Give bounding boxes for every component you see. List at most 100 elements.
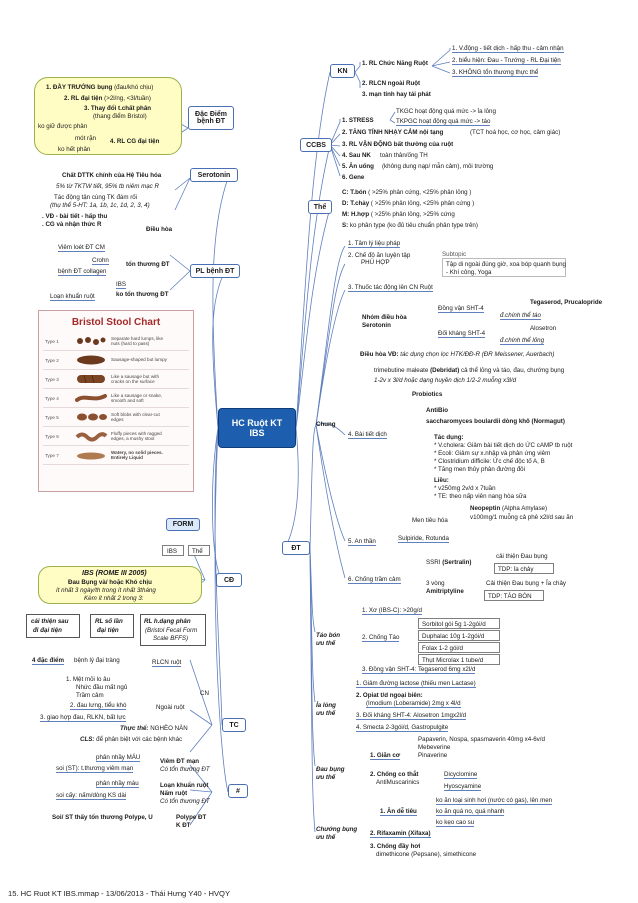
ialong-label2: ưu thế [316, 710, 336, 717]
hash-g1l-1: phân nhầy MÁU [96, 754, 141, 763]
hash-node[interactable]: # [228, 784, 248, 798]
chung-n6-ba: 3 vòng [426, 580, 445, 587]
hash-g2: Loạn khuẩn ruột [160, 782, 209, 789]
daubung-i1: 1. Giãn cơ [370, 752, 401, 761]
ccbs-item-6: 6. Gene [342, 174, 365, 181]
tc-l1: 4 đặc điểm [32, 657, 64, 666]
kn-sub-2: 2. biểu hiện: Đau - Trướng - RL Đại tiện [452, 57, 561, 66]
chung-n6-ssri: SSRI (Sertralin) [426, 559, 472, 566]
tc-ng-3: Trầm cảm [76, 692, 104, 699]
chuong-i2: 2. Rifaxamin (Xifaxa) [370, 830, 431, 839]
cd-node[interactable]: CĐ [216, 573, 242, 587]
ialong-i2s: (Imodium (Loberamide) 2mg x 4l/d [366, 700, 461, 709]
plbenh-co-item-3: bệnh ĐT collagen [58, 268, 107, 277]
kn-item-3: 3. mạn tính hay tái phát [362, 91, 431, 98]
dacdiem-item-3: 3. Thay đổi t.chất phân [84, 105, 152, 112]
hash-g3b: K ĐT [176, 822, 191, 829]
dacdiem-item-2: 2. RL đại tiện (>2l/ng, <3l/tuần) [64, 95, 151, 102]
form-node[interactable]: FORM [166, 518, 200, 531]
cd-crit-3: RL h.dạng phân (Bristol Fecal Form Scale… [140, 614, 206, 646]
chung-n5-v: Sulpiride, Rotunda [398, 535, 449, 544]
dacdiem-item-1: 1. ĐẦY TRƯỚNG bụng (đau/khó chịu) [46, 84, 154, 91]
tc-node[interactable]: TC [222, 718, 246, 732]
kn-sub-3: 3. KHÔNG tổn thương thực thể [452, 69, 539, 78]
hash-g2l-2: soi cấy: nấm/dòng KS dài [56, 792, 127, 801]
dt-chung-label: Chung [316, 421, 336, 428]
tc-ng-5: 3. giao hợp đau, RLKN, bất lực [40, 714, 126, 723]
serotonin-line-5: . VĐ - bài tiết - hấp thu [42, 213, 108, 220]
serotonin-line-6: . CG và nhận thức R [42, 221, 102, 228]
chuong-i1s-2: ko ăn quá no, quá nhanh [436, 808, 505, 817]
ialong-i4: 4. Smecta 2-3gói/d, Gastropulgite [356, 724, 449, 733]
bristol-title: Bristol Stool Chart [71, 317, 161, 328]
chung-n4-antibio: AntiBio [426, 407, 448, 414]
plbenh-node[interactable]: PL bệnh ĐT [190, 264, 240, 278]
chuong-i1s-3: ko kẹo cao su [436, 819, 475, 828]
chung-n3-agonist: Đồng vận SHT-4 [438, 305, 484, 314]
the-node[interactable]: Thể [308, 200, 332, 214]
chung-n2-sub: PHÙ HỢP [361, 259, 390, 266]
hash-g1l-2: soi (ST): t.thương viêm mạn [56, 765, 134, 774]
hash-g2s: Có tổn thương ĐT [160, 798, 210, 805]
chung-n2-detail-box: Tập di ngoài đúng giờ, xoa bóp quanh bụn… [442, 258, 566, 277]
taobon-label2: ưu thế [316, 640, 336, 647]
ccbs-item-5: 5. Ăn uống [342, 163, 374, 170]
rome-box [38, 566, 202, 604]
chung-n4-probiotics: Probiotics [412, 391, 443, 398]
chung-n4-lieu-2: * TE: theo nấp viên nang hòa sữa [434, 493, 527, 500]
chung-n3-d1s: đ.chính thể táo [500, 312, 541, 321]
chung-n6-c1: cải thiện Đau bụng [496, 553, 548, 560]
chung-n3-vd: Điều hòa VĐ: tác dụng chọn lọc HTK/ĐĐ-R … [360, 351, 555, 358]
serotonin-line-2: 5% từ TKTW tiết, 95% tb niêm mạc R [56, 183, 159, 190]
ialong-label: Ỉa lỏng [316, 702, 336, 709]
chuong-label: Chướng bụng [316, 826, 358, 833]
tc-ngoai: Ngoài ruột [156, 704, 185, 711]
tc-cn: CN [200, 690, 209, 697]
cd-crit-2: RL số lần đại tiện [90, 614, 134, 638]
ccbs-node[interactable]: CCBS [300, 138, 332, 152]
serotonin-line-3: Tác động tận cùng TK đám rối [54, 194, 138, 201]
dt-node[interactable]: ĐT [282, 541, 310, 555]
ialong-i3: 3. Đối kháng SHT-4: Alosetron 1mgx2l/d [356, 712, 467, 721]
chung-n4-td-2: * Ecoli: Giảm sự x.nhập và phân ứng viêm [434, 450, 551, 457]
tc-thucthe: Thực thể: NGHÈO NÀN [120, 725, 188, 732]
chung-n4-tri: trimebutine maleate (Debridat) cả thể lỏ… [374, 367, 565, 374]
chung-n3: 3. Thuốc tác động lên CN Ruột [348, 284, 433, 293]
plbenh-co-item-2: Crohn [92, 257, 109, 266]
chung-n1: 1. Tâm lý liệu pháp [348, 240, 401, 249]
rome-title: IBS (ROME III 2005) [82, 570, 147, 577]
chuong-i3s: dimethicone (Pepsane), simethicone [376, 851, 477, 858]
taobon-folax: Folax 1-2 gói/d [418, 642, 500, 653]
center-node[interactable]: HC Ruột KT IBS [218, 408, 296, 448]
kn-node[interactable]: KN [330, 64, 355, 78]
dacdiem-left-1: ko giữ được phân [38, 123, 88, 130]
taobon-microlax: Thụt Microlax 1 tube/d [418, 654, 500, 665]
hash-g3: Polype ĐT [176, 814, 207, 821]
daubung-i1s-3: Pinaverine [418, 752, 448, 759]
chung-n3-d1: Tegaserod, Prucalopride [530, 299, 603, 306]
ialong-i2: 2. Opiat t/d ngoại biên: [356, 692, 423, 699]
ccbs-stress-2: TKPGC hoạt động quá mức -> táo [396, 118, 491, 127]
the-item-m: M: H.hợp ( >25% phân lỏng, >25% cứng [342, 211, 455, 218]
rome-l1: Đau Bụng và/ hoặc Khó chịu [68, 579, 152, 586]
hash-g2b: Nấm ruột [160, 790, 188, 797]
dacdiem-cloud [34, 77, 182, 155]
serotonin-node[interactable]: Serotonin [190, 168, 238, 182]
footer-text: 15. HC Ruot KT IBS.mmap - 13/06/2013 - T… [8, 889, 231, 898]
kn-sub-1: 1. V.động - tiết dịch - hấp thu - cảm nh… [452, 45, 564, 54]
chung-n4-tacdung: Tác dụng: [434, 434, 464, 441]
ccbs-note-1: (TCT hoá học, cơ học, cảm giác) [470, 129, 561, 136]
daubung-label2: ưu thế [316, 774, 336, 781]
cd-crit-1: cải thiện sau đi đại tiện [26, 614, 80, 638]
daubung-i2s-1: Dicyclomine [444, 771, 478, 780]
ccbs-item-3: 3. RL VẬN ĐỘNG bất thường của ruột [342, 141, 454, 148]
ccbs-item-2: 2. TĂNG TÍNH NHẠY CẢM nội tạng [342, 129, 444, 136]
taobon-duphalac: Duphalac 10g 1-2gói/d [418, 630, 500, 641]
chung-n2-subtopic: Subtopic [442, 251, 467, 258]
